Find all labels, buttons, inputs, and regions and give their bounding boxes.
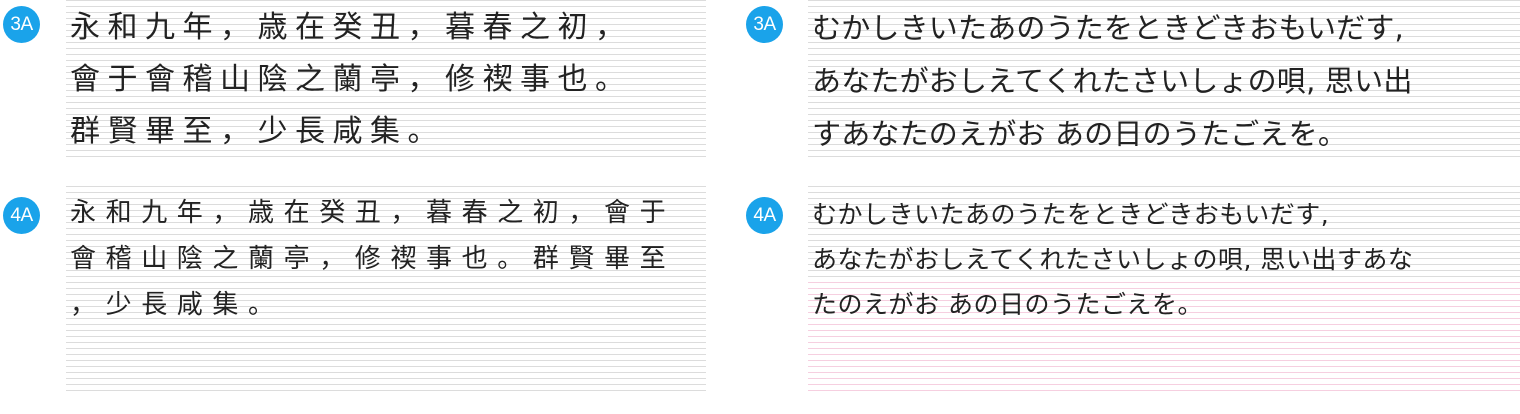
text-block-ja-3a: むかしきいたあのうたをときどきおもいだす, あなたがおしえてくれたさいしょの唄,… [812, 2, 1502, 161]
text-line: 永和九年，歳在癸丑，暮春之初， [70, 10, 633, 45]
ruled-lines-ja-4a [808, 186, 1520, 282]
ruled-lines-zh-4a [66, 186, 706, 392]
panel-badge-zh-3a: 3A [3, 6, 40, 43]
text-block-zh-4a: 永和九年，歳在癸丑，暮春之初，會于 會稽山陰之蘭亭，修禊事也。群賢畢至 ，少長咸… [70, 190, 710, 328]
text-line: あなたがおしえてくれたさいしょの唄, 思い出 [812, 64, 1413, 98]
text-line: ，少長咸集。 [70, 290, 284, 320]
text-line: 永和九年，歳在癸丑，暮春之初，會于 [70, 198, 676, 228]
ruled-lines-ja-3a [808, 0, 1520, 162]
panel-badge-zh-4a: 4A [3, 197, 40, 234]
text-line: たのえがお あの日のうたごえを。 [812, 290, 1203, 319]
ruled-lines-zh-3a [66, 0, 706, 162]
panel-badge-ja-3a: 3A [746, 6, 783, 43]
text-block-zh-3a: 永和九年，歳在癸丑，暮春之初， 會于會稽山陰之蘭亭，修禊事也。 群賢畢至，少長咸… [70, 2, 710, 158]
text-line: むかしきいたあのうたをときどきおもいだす, [812, 200, 1330, 229]
ruled-lines-ja-4a-overflow [808, 282, 1520, 392]
text-line: 會于會稽山陰之蘭亭，修禊事也。 [70, 62, 633, 97]
panel-badge-ja-4a: 4A [746, 197, 783, 234]
text-line: むかしきいたあのうたをときどきおもいだす, [812, 11, 1404, 45]
text-line: 會稽山陰之蘭亭，修禊事也。群賢畢至 [70, 244, 676, 274]
text-block-ja-4a: むかしきいたあのうたをときどきおもいだす, あなたがおしえてくれたさいしょの唄,… [812, 192, 1502, 327]
text-line: すあなたのえがお あの日のうたごえを。 [812, 117, 1348, 151]
text-line: 群賢畢至，少長咸集。 [70, 114, 445, 149]
text-line: あなたがおしえてくれたさいしょの唄, 思い出すあな [812, 245, 1414, 274]
